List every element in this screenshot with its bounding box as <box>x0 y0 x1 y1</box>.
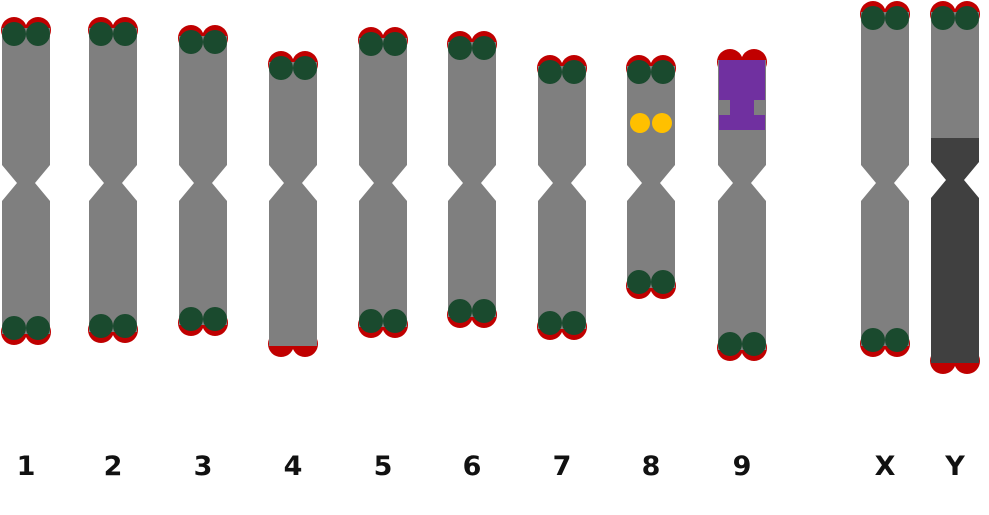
chromatid-lower-dark <box>931 138 979 363</box>
telomere-dot-bottom-2 <box>203 307 227 331</box>
telomere-dot-bottom-2 <box>113 314 137 338</box>
telomere-dot-top-1 <box>269 56 293 80</box>
telomere-dot-top-2 <box>885 6 909 30</box>
chromatid-body <box>359 38 407 327</box>
telomere-dot-bottom-2 <box>472 299 496 323</box>
telomere-dot-top-2 <box>955 6 979 30</box>
chromatid-body <box>627 66 675 288</box>
chromosome-9 <box>717 49 767 361</box>
telomere-dot-bottom-1 <box>359 309 383 333</box>
telomere-dot-top-2 <box>651 60 675 84</box>
chromatid-body <box>538 66 586 329</box>
telomere-dot-top-1 <box>931 6 955 30</box>
label-layer: 1 2 3 4 5 6 7 8 9 X Y <box>17 451 966 482</box>
chromatid-body <box>179 36 227 325</box>
telomere-dot-top-2 <box>113 22 137 46</box>
telomere-dot-top-2 <box>293 56 317 80</box>
telomere-dot-top-2 <box>562 60 586 84</box>
telomere-dot-bottom-2 <box>742 332 766 356</box>
chromosome-8 <box>626 55 676 299</box>
chromosome-label-Y: Y <box>944 451 965 482</box>
yellow-marker-dot-2 <box>652 113 672 133</box>
chromosome-layer <box>1 1 980 374</box>
purple-block-marker <box>719 60 765 130</box>
chromosome-X <box>860 1 910 357</box>
chromosome-label-X: X <box>875 451 896 482</box>
telomere-dot-top-2 <box>203 30 227 54</box>
chromosome-label-2: 2 <box>104 451 123 482</box>
telomere-dot-top-1 <box>861 6 885 30</box>
chromosome-label-7: 7 <box>553 451 572 482</box>
telomere-dot-top-1 <box>448 36 472 60</box>
chromosome-label-9: 9 <box>733 451 752 482</box>
chromatid-body <box>448 42 496 317</box>
telomere-dot-top-2 <box>26 22 50 46</box>
telomere-dot-bottom-1 <box>179 307 203 331</box>
purple-block-bridge <box>740 100 744 115</box>
chromosome-3 <box>178 25 228 336</box>
chromatid-body <box>269 62 317 346</box>
telomere-dot-bottom-1 <box>538 311 562 335</box>
chromosome-1 <box>1 17 51 345</box>
chromosome-7 <box>537 55 587 340</box>
chromatid-upper <box>931 12 979 138</box>
telomere-dot-top-1 <box>627 60 651 84</box>
telomere-dot-top-1 <box>538 60 562 84</box>
telomere-dot-bottom-2 <box>885 328 909 352</box>
telomere-dot-bottom-2 <box>562 311 586 335</box>
chromosome-5 <box>358 27 408 338</box>
chromosome-label-1: 1 <box>17 451 36 482</box>
chromosome-2 <box>88 17 138 343</box>
telomere-dot-top-1 <box>89 22 113 46</box>
chromatid-body <box>89 28 137 332</box>
chromosome-Y <box>930 1 980 374</box>
telomere-dot-bottom-1 <box>718 332 742 356</box>
chromosome-label-5: 5 <box>374 451 393 482</box>
telomere-dot-bottom-2 <box>26 316 50 340</box>
telomere-dot-bottom-1 <box>89 314 113 338</box>
chromatid-body <box>861 12 909 346</box>
telomere-dot-bottom-1 <box>2 316 26 340</box>
telomere-dot-bottom-1 <box>861 328 885 352</box>
telomere-dot-bottom-1 <box>627 270 651 294</box>
telomere-dot-top-1 <box>179 30 203 54</box>
chromatid-body <box>2 28 50 334</box>
telomere-dot-bottom-2 <box>383 309 407 333</box>
chromosome-label-6: 6 <box>463 451 482 482</box>
chromosome-4 <box>268 51 318 357</box>
telomere-dot-bottom-1 <box>448 299 472 323</box>
yellow-marker-dot-1 <box>630 113 650 133</box>
telomere-dot-top-2 <box>472 36 496 60</box>
telomere-dot-top-1 <box>2 22 26 46</box>
chromatid-body <box>718 60 766 350</box>
telomere-dot-bottom-2 <box>651 270 675 294</box>
chromosome-label-8: 8 <box>642 451 661 482</box>
chromosome-label-3: 3 <box>194 451 213 482</box>
telomere-dot-top-2 <box>383 32 407 56</box>
telomere-dot-top-1 <box>359 32 383 56</box>
chromosome-label-4: 4 <box>284 451 303 482</box>
chromosome-6 <box>447 31 497 328</box>
